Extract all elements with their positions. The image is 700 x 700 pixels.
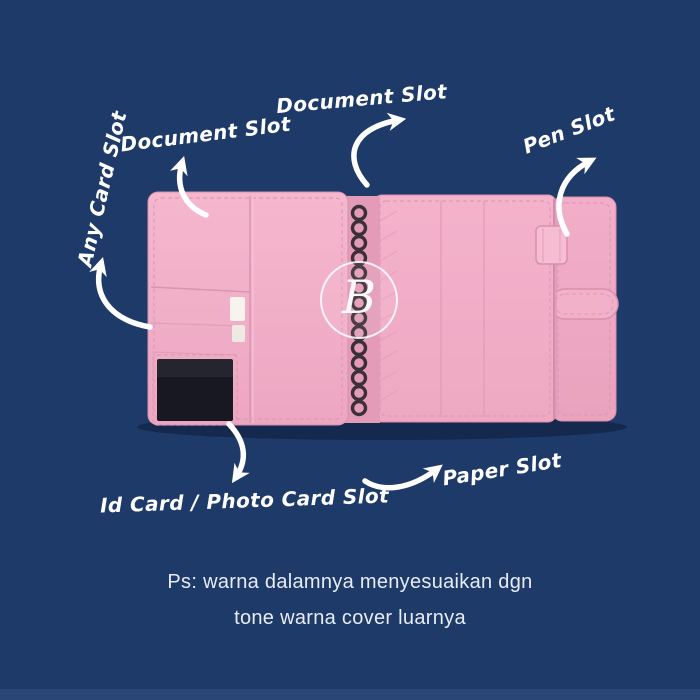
annotation-arrows	[89, 112, 597, 491]
caption: Ps: warna dalamnya menyesuaikan dgn tone…	[0, 564, 700, 636]
id-card-window	[152, 354, 238, 426]
closure-strap	[549, 288, 619, 320]
caption-line2: tone warna cover luarnya	[234, 607, 466, 629]
brand-logo-letter: B	[342, 270, 376, 324]
right-cover	[373, 194, 557, 423]
arrow-paper-icon	[362, 464, 443, 491]
brand-logo: B	[320, 261, 398, 339]
bottom-edge-strip	[0, 689, 700, 700]
caption-line1: Ps: warna dalamnya menyesuaikan dgn	[167, 571, 533, 593]
left-cover	[147, 191, 349, 426]
arrow-any-card-icon	[89, 256, 153, 330]
arrow-document-center-icon	[351, 112, 407, 188]
arrow-pen-icon	[556, 157, 597, 237]
pocket-paper-tabs	[230, 297, 245, 342]
arrow-document-left-icon	[170, 155, 209, 218]
arrow-id-card-icon	[226, 421, 250, 484]
pen-loop	[535, 225, 568, 265]
binder-illustration	[137, 191, 627, 440]
